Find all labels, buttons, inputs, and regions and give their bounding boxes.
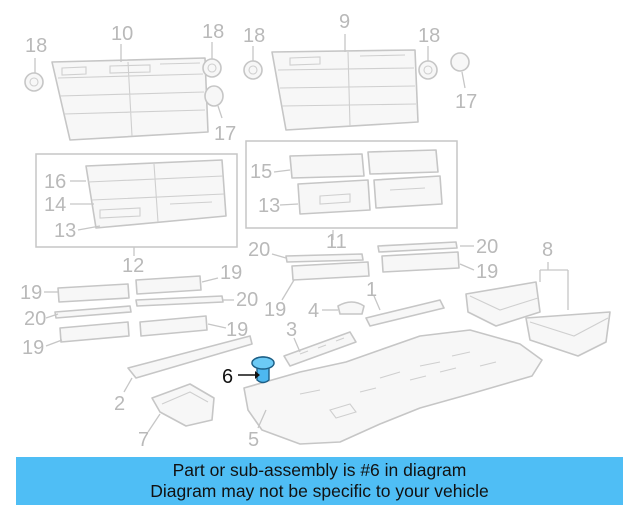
callout-8: 8 bbox=[542, 239, 553, 261]
part-5-floor-carpet bbox=[243, 329, 543, 445]
callout-1: 1 bbox=[366, 279, 377, 301]
leader-13-a bbox=[77, 225, 101, 231]
leader-20-c bbox=[271, 253, 287, 259]
part-6-fastener-highlighted[interactable] bbox=[251, 356, 275, 384]
leader-8 bbox=[539, 262, 569, 310]
leader-15 bbox=[273, 169, 291, 173]
callout-12: 12 bbox=[122, 255, 144, 277]
part-2-sill-plate bbox=[127, 335, 253, 379]
group-box-11 bbox=[245, 140, 458, 229]
callout-18-b: 18 bbox=[202, 21, 224, 43]
leader-7 bbox=[147, 413, 161, 433]
callout-20-d: 20 bbox=[476, 236, 498, 258]
callout-11: 11 bbox=[326, 231, 347, 253]
leader-19-c bbox=[201, 277, 219, 283]
callout-20-b: 20 bbox=[236, 289, 258, 311]
callout-9: 9 bbox=[339, 11, 350, 33]
leader-13-b bbox=[279, 203, 299, 206]
leader-17-b bbox=[461, 71, 466, 89]
callout-20-c: 20 bbox=[248, 239, 270, 261]
callout-18-c: 18 bbox=[243, 25, 265, 47]
callout-19-f: 19 bbox=[476, 261, 498, 283]
part-7-cover bbox=[151, 383, 215, 427]
callout-17-b: 17 bbox=[455, 91, 477, 113]
part-18-clip-left bbox=[24, 72, 44, 92]
leader-3 bbox=[293, 337, 301, 353]
leader-19-e bbox=[281, 279, 295, 301]
part-3-bracket bbox=[283, 331, 357, 367]
leader-2 bbox=[123, 377, 133, 393]
part-18-clip-right-b bbox=[418, 60, 438, 80]
callout-18-d: 18 bbox=[418, 25, 440, 47]
callout-5: 5 bbox=[248, 429, 259, 451]
callout-18-a: 18 bbox=[25, 35, 47, 57]
callout-16: 16 bbox=[44, 171, 66, 193]
banner-line-2: Diagram may not be specific to your vehi… bbox=[150, 481, 489, 501]
info-banner: Part or sub-assembly is #6 in diagram Di… bbox=[16, 457, 623, 505]
leader-19-d bbox=[207, 323, 227, 329]
callout-10: 10 bbox=[111, 23, 133, 45]
trim-strips-left bbox=[54, 275, 224, 343]
callout-20-a: 20 bbox=[24, 308, 46, 330]
trim-strips-middle bbox=[285, 241, 460, 281]
part-4-clip bbox=[337, 301, 365, 315]
callout-15: 15 bbox=[250, 161, 272, 183]
leader-20-a bbox=[45, 313, 59, 319]
banner-line-1: Part or sub-assembly is #6 in diagram bbox=[172, 460, 467, 480]
callout-19-a: 19 bbox=[20, 282, 42, 304]
callout-19-d: 19 bbox=[226, 319, 248, 341]
part-8-storage-bins bbox=[465, 281, 611, 357]
callout-4: 4 bbox=[308, 300, 319, 322]
leader-19-f bbox=[459, 263, 475, 271]
leader-17-a bbox=[217, 105, 223, 119]
group-box-12 bbox=[35, 153, 238, 248]
part-18-clip-right-a bbox=[243, 60, 263, 80]
part-11-panel-assembly bbox=[289, 149, 443, 215]
callout-6: 6 bbox=[222, 366, 233, 388]
leader-1 bbox=[373, 295, 381, 311]
callout-3: 3 bbox=[286, 319, 297, 341]
callout-13-a: 13 bbox=[54, 220, 76, 242]
callout-19-c: 19 bbox=[220, 262, 242, 284]
parts-diagram: 10 18 18 17 9 18 18 17 bbox=[20, 11, 611, 451]
callout-19-b: 19 bbox=[22, 337, 44, 359]
part-10-load-floor-panel bbox=[51, 57, 209, 141]
leader-19-b bbox=[45, 339, 63, 347]
callout-2: 2 bbox=[114, 393, 125, 415]
callout-19-e: 19 bbox=[264, 299, 286, 321]
callout-14: 14 bbox=[44, 194, 66, 216]
callout-17-a: 17 bbox=[214, 123, 236, 145]
part-12-panel-assembly bbox=[85, 159, 227, 229]
callout-13-b: 13 bbox=[258, 195, 280, 217]
leader-5 bbox=[257, 409, 267, 429]
part-17-grommet-left bbox=[204, 85, 224, 107]
part-9-floor-panel bbox=[271, 49, 419, 131]
part-1-bracket bbox=[365, 299, 445, 327]
part-18-clip-mid bbox=[202, 58, 222, 78]
part-17-grommet-right bbox=[450, 52, 470, 72]
callout-7: 7 bbox=[138, 429, 149, 451]
leader-6-arrowhead bbox=[255, 371, 260, 379]
